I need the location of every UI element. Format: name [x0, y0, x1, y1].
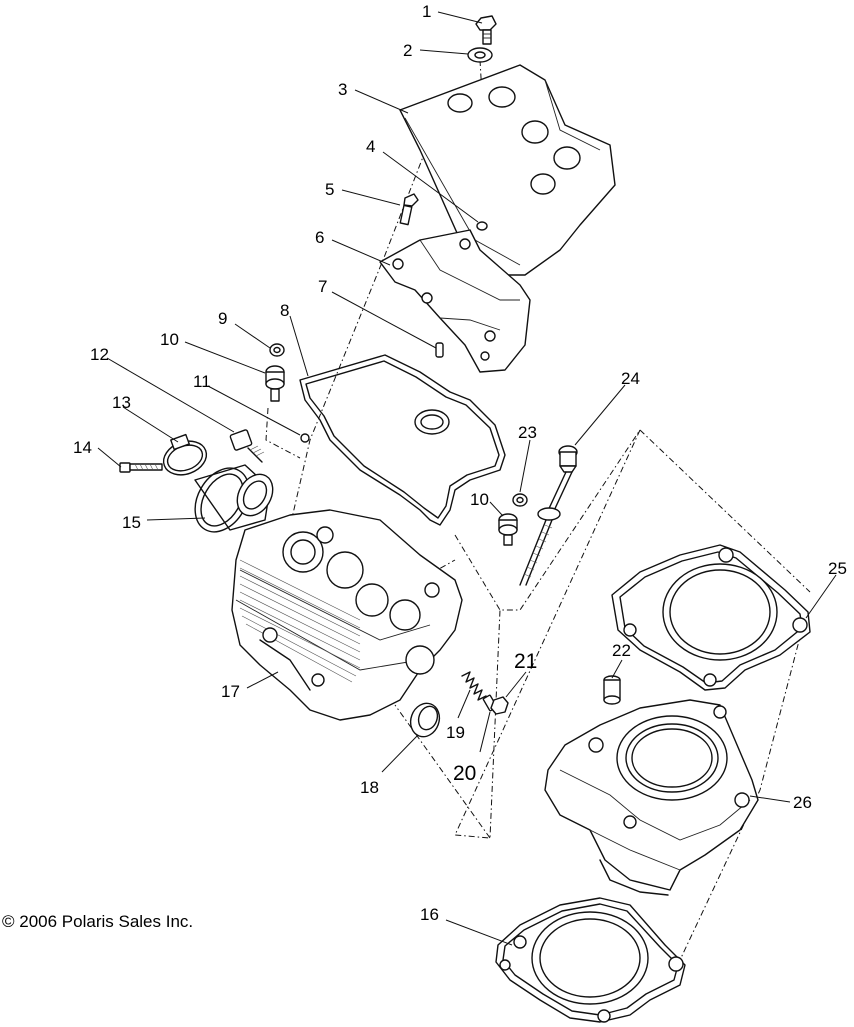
callout-17: 17: [221, 682, 240, 701]
part-pin-11: [300, 433, 310, 443]
part-fitting-10-lower: [498, 513, 518, 546]
callout-3: 3: [338, 80, 347, 99]
callout-19: 19: [446, 723, 465, 742]
part-fitting-10-upper: [265, 365, 285, 402]
callout-23: 23: [518, 423, 537, 442]
part-bolt-14: [119, 462, 163, 473]
part-valve-cover-3: [399, 64, 616, 276]
callout-24: 24: [621, 369, 640, 388]
copyright-notice: © 2006 Polaris Sales Inc.: [2, 912, 194, 931]
part-intake-boot-15: [194, 464, 274, 533]
part-stud-24: [519, 445, 578, 586]
part-cylinder-head-17: [231, 509, 463, 721]
callout-11: 11: [193, 372, 211, 391]
callout-15: 15: [122, 513, 141, 532]
callout-25: 25: [828, 559, 847, 578]
callout-9: 9: [218, 309, 227, 328]
part-nut-21: [490, 696, 509, 715]
part-seal-18: [409, 702, 441, 738]
part-rocker-support-6: [379, 229, 531, 373]
callout-5: 5: [325, 180, 334, 199]
callout-14: 14: [73, 438, 92, 457]
part-cylinder-26: [544, 699, 759, 896]
callout-8: 8: [280, 301, 289, 320]
part-spring-19: [461, 671, 487, 701]
part-gasket-8: [299, 354, 506, 526]
callout-2: 2: [403, 41, 412, 60]
callout-20: 20: [453, 762, 476, 785]
part-nut-23: [512, 493, 528, 507]
part-bolt-5: [399, 193, 419, 226]
part-gasket-25: [611, 544, 811, 691]
part-gasket-16: [495, 897, 686, 1023]
callout-6: 6: [315, 228, 324, 247]
part-grommet-2: [467, 47, 493, 63]
callout-labels: 1 2 3 4 5 6 7 8 9 10 11 12 13 14 15 17 1…: [73, 2, 847, 924]
part-pin-4: [476, 221, 488, 231]
callout-22: 22: [612, 641, 631, 660]
assembly-centerlines: [265, 59, 811, 961]
callout-21: 21: [514, 650, 537, 673]
callout-18: 18: [360, 778, 379, 797]
part-bolt-1: [475, 15, 497, 45]
part-spark-plug-12: [229, 429, 265, 463]
leader-lines: [97, 11, 837, 946]
callout-16: 16: [420, 905, 439, 924]
callout-7: 7: [318, 277, 327, 296]
callout-4: 4: [366, 137, 375, 156]
callout-13: 13: [112, 393, 131, 412]
callout-10-upper: 10: [160, 330, 179, 349]
part-pin-7: [435, 342, 444, 358]
part-dowel-22: [603, 675, 621, 705]
callout-26: 26: [793, 793, 812, 812]
callout-1: 1: [422, 2, 431, 21]
callout-12: 12: [90, 345, 109, 364]
part-clamp-13: [162, 433, 208, 476]
callout-10-lower: 10: [470, 490, 489, 509]
part-nut-9: [269, 343, 285, 357]
